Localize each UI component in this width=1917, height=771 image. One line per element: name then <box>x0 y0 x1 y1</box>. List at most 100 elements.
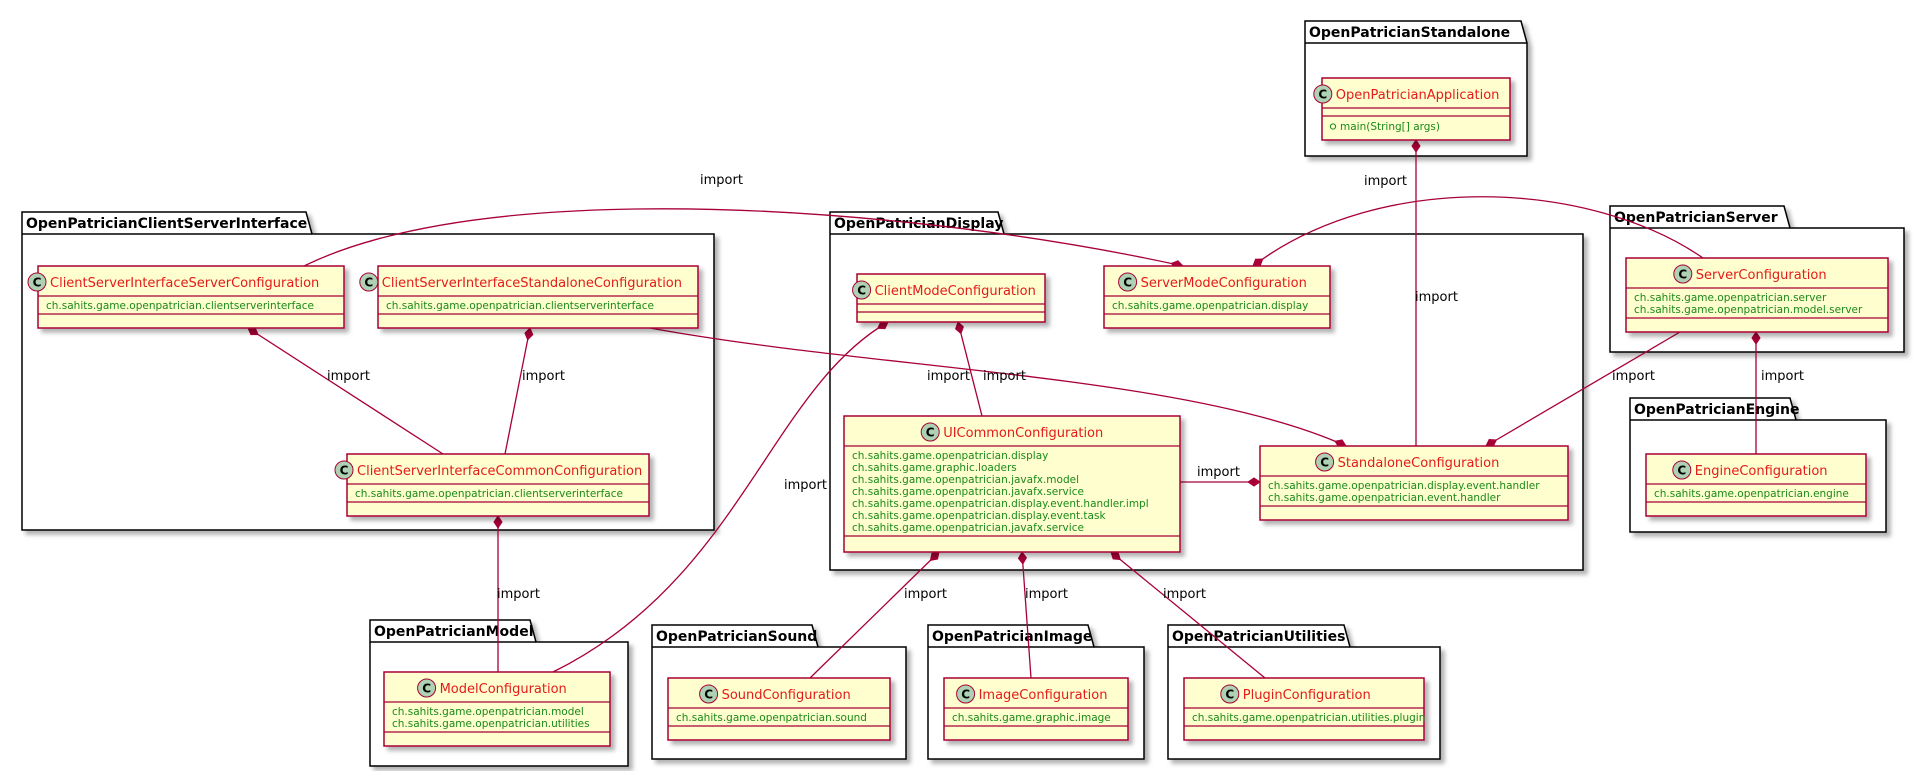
class-attribute: ch.sahits.game.openpatrician.display.eve… <box>852 510 1106 522</box>
public-method-icon <box>1329 123 1337 130</box>
composition-diamond-icon <box>524 327 534 341</box>
class-name: ClientModeConfiguration <box>875 284 1036 299</box>
import-edge-server-configuration-to-standalone-configuration <box>1485 331 1681 447</box>
package-title: OpenPatricianEngine <box>1634 402 1799 418</box>
edge-label: import <box>1364 174 1407 189</box>
class-c-icon: C <box>27 272 47 292</box>
edge-label: import <box>1197 465 1240 480</box>
composition-diamond-icon <box>1247 477 1261 487</box>
class-attribute: ch.sahits.game.openpatrician.display <box>852 450 1048 462</box>
class-name: PluginConfiguration <box>1243 688 1371 703</box>
package-title: OpenPatricianUtilities <box>1172 629 1345 645</box>
class-name: ServerConfiguration <box>1696 268 1827 283</box>
import-edge-client-server-interface-common-configuration-to-model-configuration <box>493 515 503 672</box>
class-sound-configuration: C SoundConfiguration ch.sahits.game.openpa… <box>667 677 891 741</box>
class-name: ClientServerInterfaceCommonConfiguration <box>357 464 642 479</box>
package-title: OpenPatricianServer <box>1614 210 1778 226</box>
class-attribute: ch.sahits.game.openpatrician.utilities <box>392 718 590 730</box>
class-attribute: ch.sahits.game.openpatrician.javafx.serv… <box>852 522 1084 534</box>
class-name: OpenPatricianApplication <box>1336 88 1500 103</box>
package-title: OpenPatricianModel <box>374 624 534 640</box>
class-attribute: ch.sahits.game.openpatrician.clientserve… <box>46 300 314 312</box>
class-c-icon: C <box>1672 460 1692 480</box>
package-title: OpenPatricianStandalone <box>1309 25 1510 41</box>
svg-text:C: C <box>704 688 713 702</box>
class-c-icon: C <box>359 272 379 292</box>
edge-label: import <box>904 587 947 602</box>
edge-label: import <box>784 478 827 493</box>
class-c-icon: C <box>417 678 437 698</box>
edge-label: import <box>1612 369 1655 384</box>
edge-label: import <box>497 587 540 602</box>
class-attribute: ch.sahits.game.openpatrician.model.serve… <box>1634 304 1863 316</box>
package-title: OpenPatricianImage <box>932 629 1092 645</box>
edge-label: import <box>327 369 370 384</box>
class-client-server-interface-common-configuration: C ClientServerInterfaceCommonConfiguratio… <box>334 453 650 517</box>
class-attribute: ch.sahits.game.openpatrician.display <box>1112 300 1308 312</box>
class-attribute: ch.sahits.game.openpatrician.event.handl… <box>1268 492 1501 504</box>
import-edge-ui-common-configuration-to-sound-configuration <box>809 551 940 679</box>
edge-label: import <box>1761 369 1804 384</box>
import-edge-server-configuration-to-server-mode-configuration <box>1252 196 1704 267</box>
class-server-mode-configuration: C ServerModeConfiguration ch.sahits.game.o… <box>1103 265 1331 329</box>
svg-text:C: C <box>1677 464 1686 478</box>
class-attribute: ch.sahits.game.openpatrician.display.eve… <box>1268 480 1540 492</box>
class-c-icon: C <box>1673 264 1693 284</box>
svg-text:C: C <box>340 464 349 478</box>
svg-text:C: C <box>1123 276 1132 290</box>
class-attribute: ch.sahits.game.openpatrician.server <box>1634 292 1827 304</box>
import-edge-client-mode-configuration-to-ui-common-configuration <box>955 321 983 417</box>
composition-diamond-icon <box>955 321 964 335</box>
class-c-icon: C <box>1313 84 1333 104</box>
import-edge-ui-common-configuration-to-standalone-configuration <box>1180 477 1261 487</box>
class-attribute: ch.sahits.game.openpatrician.clientserve… <box>386 300 654 312</box>
edge-label: import <box>1415 290 1458 305</box>
class-attribute: ch.sahits.game.openpatrician.javafx.mode… <box>852 474 1079 486</box>
class-server-configuration: C ServerConfiguration ch.sahits.game.openp… <box>1625 257 1889 333</box>
class-attribute: ch.sahits.game.openpatrician.javafx.serv… <box>852 486 1084 498</box>
class-name: ServerModeConfiguration <box>1141 276 1307 291</box>
class-name: ImageConfiguration <box>979 688 1108 703</box>
svg-text:C: C <box>961 688 970 702</box>
class-open-patrician-application: C OpenPatricianApplication main(String[] a… <box>1313 77 1511 141</box>
class-method: main(String[] args) <box>1340 121 1440 133</box>
class-c-icon: C <box>699 684 719 704</box>
class-name: SoundConfiguration <box>722 688 851 703</box>
class-c-icon: C <box>1315 452 1335 472</box>
edge-label: import <box>522 369 565 384</box>
import-edge-server-configuration-to-engine-configuration <box>1751 331 1761 454</box>
class-name: StandaloneConfiguration <box>1338 456 1500 471</box>
class-c-icon: C <box>852 280 872 300</box>
edge-label: import <box>700 173 743 188</box>
import-edge-open-patrician-application-to-standalone-configuration <box>1411 139 1421 446</box>
class-attribute: ch.sahits.game.openpatrician.clientserve… <box>355 488 623 500</box>
class-c-icon: C <box>334 460 354 480</box>
import-edge-ui-common-configuration-to-plugin-configuration <box>1110 551 1266 679</box>
class-attribute: ch.sahits.game.openpatrician.model <box>392 706 584 718</box>
edge-label: import <box>1025 587 1068 602</box>
svg-text:C: C <box>1318 88 1327 102</box>
class-ui-common-configuration: C UICommonConfiguration ch.sahits.game.ope… <box>843 415 1181 553</box>
class-attribute: ch.sahits.game.graphic.loaders <box>852 462 1017 474</box>
svg-text:C: C <box>364 276 373 290</box>
class-attribute: ch.sahits.game.openpatrician.engine <box>1654 488 1849 500</box>
edge-label: import <box>1163 587 1206 602</box>
composition-diamond-icon <box>929 551 940 562</box>
package-title: OpenPatricianClientServerInterface <box>26 216 307 232</box>
package-title: OpenPatricianSound <box>656 629 817 645</box>
class-standalone-configuration: C StandaloneConfiguration ch.sahits.game.o… <box>1259 445 1569 521</box>
svg-text:C: C <box>926 426 935 440</box>
import-edge-client-server-interface-standalone-configuration-to-client-server-interface-common-configuration <box>504 327 534 455</box>
class-name: UICommonConfiguration <box>943 426 1103 441</box>
svg-text:C: C <box>1678 268 1687 282</box>
class-attribute: ch.sahits.game.graphic.image <box>952 712 1111 724</box>
class-attribute: ch.sahits.game.openpatrician.sound <box>676 712 867 724</box>
class-c-icon: C <box>920 422 940 442</box>
class-attribute: ch.sahits.game.openpatrician.display.eve… <box>852 498 1149 510</box>
class-c-icon: C <box>1220 684 1240 704</box>
svg-text:C: C <box>1320 456 1329 470</box>
